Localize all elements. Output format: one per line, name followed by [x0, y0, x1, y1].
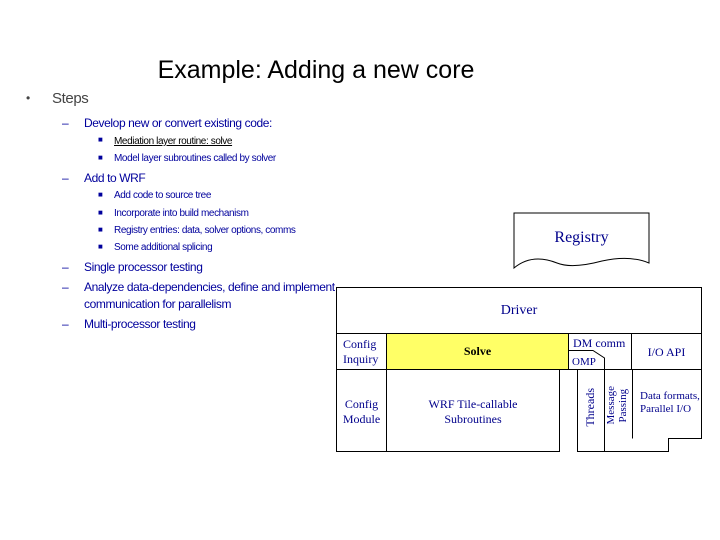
dash-icon: –: [62, 317, 69, 331]
solve-label: Solve: [463, 344, 492, 358]
message-passing-data-formats-outline: [604, 369, 702, 452]
square-bullet-icon: ■: [98, 135, 103, 144]
dash-icon: –: [62, 116, 69, 130]
step-item: Single processor testing: [84, 260, 203, 274]
step-item: Add to WRF: [84, 171, 146, 185]
square-bullet-icon: ■: [98, 190, 103, 199]
omp-box: [568, 350, 605, 370]
step-item: Multi-processor testing: [84, 317, 196, 331]
step-item: Analyze data-dependencies, define and im…: [84, 280, 335, 294]
sub-item: Model layer subroutines called by solver: [114, 153, 276, 164]
square-bullet-icon: ■: [98, 153, 103, 162]
step-item-cont: communication for parallelism: [84, 297, 232, 311]
sub-item: Some additional splicing: [114, 242, 213, 253]
sub-item: Registry entries: data, solver options, …: [114, 225, 296, 236]
dm-comm-label: DM comm: [573, 336, 626, 350]
threads-box: Threads: [577, 369, 605, 452]
solve-box: Solve: [386, 333, 569, 370]
square-bullet-icon: ■: [98, 208, 103, 217]
io-api-label: I/O API: [647, 345, 686, 359]
registry-label: Registry: [554, 229, 609, 246]
square-bullet-icon: ■: [98, 225, 103, 234]
registry-document-shape: [513, 212, 650, 270]
dash-icon: –: [62, 171, 69, 185]
threads-label: Threads: [583, 388, 597, 427]
sub-item: Add code to source tree: [114, 190, 211, 201]
sub-item: Mediation layer routine: solve: [114, 136, 233, 147]
step-item: Develop new or convert existing code:: [84, 116, 272, 130]
driver-label: Driver: [500, 303, 538, 318]
data-formats-label: Data formats,Parallel I/O: [640, 390, 700, 415]
square-bullet-icon: ■: [98, 242, 103, 251]
steps-heading: Steps: [52, 90, 89, 107]
dash-icon: –: [62, 280, 69, 294]
io-api-box: I/O API: [631, 333, 702, 370]
bullet-icon: •: [26, 91, 31, 105]
omp-label: OMP: [572, 356, 596, 368]
dm-comm-box: DM comm: [568, 333, 632, 370]
sub-item: Incorporate into build mechanism: [114, 208, 249, 219]
dash-icon: –: [62, 260, 69, 274]
slide-title: Example: Adding a new core: [157, 56, 475, 84]
